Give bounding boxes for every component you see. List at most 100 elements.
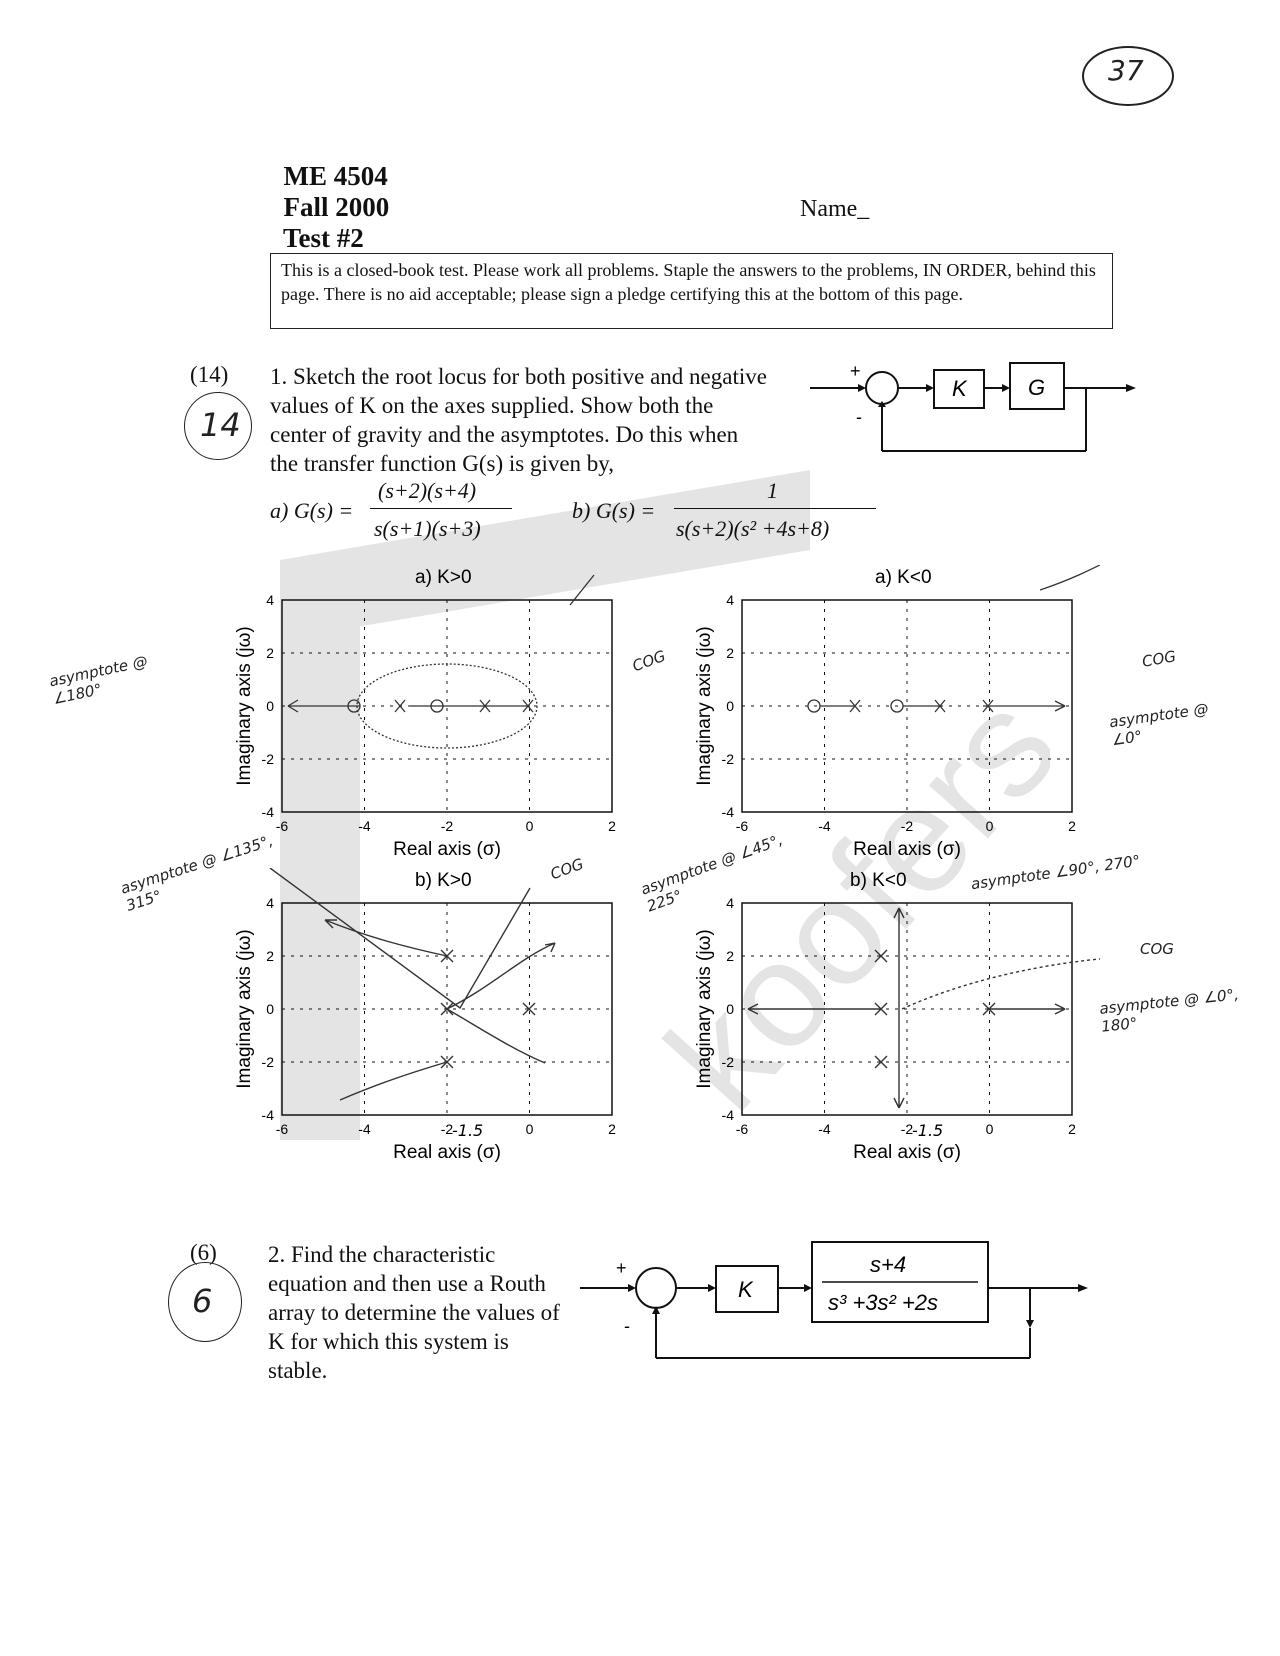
plot-a-k-pos: a) K>0 4 2 0 -2 -4 -6 -4 -2 0 2 Real axi… — [234, 567, 616, 860]
part-a-numerator: (s+2)(s+4) — [378, 478, 477, 503]
tf-numerator: s+4 — [870, 1252, 906, 1277]
y-axis-label: Imaginary axis (jω) — [234, 929, 255, 1088]
plus-sign: + — [850, 361, 861, 381]
name-field[interactable]: Name_ — [800, 196, 870, 222]
test-header: ME 4504 Fall 2000 Test #2 — [270, 130, 425, 254]
x-tick: 2 — [1068, 1121, 1076, 1137]
problem2-score-circle — [168, 1262, 242, 1342]
x-tick: 0 — [526, 818, 534, 834]
annotation-asymptote-180: asymptote @ ∠180° — [47, 652, 150, 709]
x-tick: 0 — [986, 818, 994, 834]
locus-sketch — [287, 574, 595, 749]
y-tick: -4 — [262, 804, 275, 820]
tf-denominator: s³ +3s² +2s — [828, 1290, 938, 1315]
x-tick: -2 — [441, 818, 454, 834]
problem1-score-circle — [184, 392, 252, 460]
locus-sketch — [807, 565, 1100, 713]
y-tick: 4 — [726, 895, 734, 911]
plot-title: b) K<0 — [850, 870, 907, 891]
y-tick: 4 — [266, 592, 274, 608]
y-axis-label: Imaginary axis (jω) — [694, 929, 715, 1088]
y-tick: 0 — [726, 698, 734, 714]
x-axis-label: Real axis (σ) — [853, 839, 961, 860]
y-tick: 2 — [266, 645, 274, 661]
x-axis-label: Real axis (σ) — [393, 839, 501, 860]
plant-label: G — [1028, 375, 1045, 400]
instructions-box: This is a closed-book test. Please work … — [270, 253, 1113, 329]
problem2-score: 6 — [192, 1282, 213, 1320]
x-tick: -6 — [736, 818, 749, 834]
part-a-label: a) G(s) = — [270, 498, 354, 523]
problem1-points: (14) — [190, 362, 229, 387]
x-tick: -4 — [818, 1121, 831, 1137]
part-b-denominator: s(s+2)(s² +4s+8) — [676, 516, 830, 541]
plant-block-g — [1009, 362, 1065, 410]
x-tick: -4 — [818, 818, 831, 834]
plot-a-k-neg: a) K<0 4 2 0 -2 -4 -6 -4 -2 0 2 Real axi… — [694, 565, 1100, 860]
part-b-fraction-bar — [674, 508, 876, 509]
x-tick: -4 — [358, 818, 371, 834]
annotation-asymptote-0: asymptote @ ∠0° — [1108, 699, 1210, 750]
x-tick: 2 — [608, 818, 616, 834]
x-tick: -2 — [901, 1121, 914, 1137]
y-tick: 2 — [726, 948, 734, 964]
y-tick: -2 — [722, 1054, 735, 1070]
plot-title: a) K<0 — [875, 567, 932, 588]
x-tick: -6 — [276, 818, 289, 834]
x-tick: -4 — [358, 1121, 371, 1137]
y-tick: 0 — [726, 1001, 734, 1017]
x-tick: 2 — [1068, 818, 1076, 834]
summing-junction — [865, 371, 899, 405]
y-tick: -2 — [262, 1054, 275, 1070]
gain-label: K — [738, 1277, 754, 1302]
minus-sign: - — [624, 1316, 630, 1336]
x-tick: 2 — [608, 1121, 616, 1137]
x-tick: -2 — [901, 818, 914, 834]
term: Fall 2000 — [283, 192, 390, 222]
plot-title: a) K>0 — [415, 567, 472, 588]
plot-b-k-neg: b) K<0 4 2 0 -2 -4 -6 -4 -2 0 2 Real axi… — [694, 870, 1100, 1163]
block-diagram-1: + - K G — [810, 361, 1136, 452]
gain-label: K — [952, 376, 968, 401]
problem1-text: 1. Sketch the root locus for both positi… — [270, 364, 767, 476]
block-diagram-2: + - K s+4 s³ +3s² +2s — [580, 1241, 1088, 1359]
watermark: koofers.com — [280, 440, 1050, 1140]
annotation-asymptote-0-180: asymptote @ ∠0°, 180° — [1098, 985, 1240, 1036]
x-axis-label: Real axis (σ) — [393, 1142, 501, 1163]
x-tick: -6 — [276, 1121, 289, 1137]
summing-junction — [635, 1267, 677, 1309]
y-axis-label: Imaginary axis (jω) — [694, 626, 715, 785]
minus-sign: - — [856, 407, 862, 427]
problem1-score: 14 — [200, 406, 241, 444]
y-tick: 2 — [726, 645, 734, 661]
y-tick: 2 — [266, 948, 274, 964]
y-tick: -2 — [722, 751, 735, 767]
page-number-circle — [1082, 46, 1174, 106]
y-tick: 4 — [726, 592, 734, 608]
y-tick: -4 — [262, 1107, 275, 1123]
y-tick: 4 — [266, 895, 274, 911]
annotation: -1.5 — [912, 1121, 943, 1140]
locus-sketch — [747, 907, 1100, 1109]
x-axis-label: Real axis (σ) — [853, 1142, 961, 1163]
plot-title: b) K>0 — [415, 870, 472, 891]
annotation-cog: COG — [1140, 647, 1178, 671]
x-tick: 0 — [526, 1121, 534, 1137]
plant-transfer-function-block — [811, 1241, 989, 1323]
test-number: Test #2 — [283, 223, 364, 253]
part-b-label: b) G(s) = — [572, 498, 656, 523]
part-b-numerator: 1 — [767, 478, 778, 503]
y-tick: -4 — [722, 804, 735, 820]
plus-sign: + — [616, 1258, 627, 1278]
course-code: ME 4504 — [283, 161, 388, 191]
y-tick: -4 — [722, 1107, 735, 1123]
x-tick: -2 — [441, 1121, 454, 1137]
y-tick: -2 — [262, 751, 275, 767]
part-a-fraction-bar — [370, 508, 512, 509]
plot-b-k-pos: b) K>0 4 2 0 -2 -4 -6 -4 -2 0 2 Real axi… — [234, 868, 616, 1163]
annotation: -1.5 — [452, 1121, 483, 1140]
annotation-cog: COG — [1140, 940, 1174, 958]
y-tick: 0 — [266, 698, 274, 714]
problem2-text: 2. Find the characteristic equation and … — [268, 1242, 560, 1383]
locus-sketch — [269, 868, 556, 1101]
